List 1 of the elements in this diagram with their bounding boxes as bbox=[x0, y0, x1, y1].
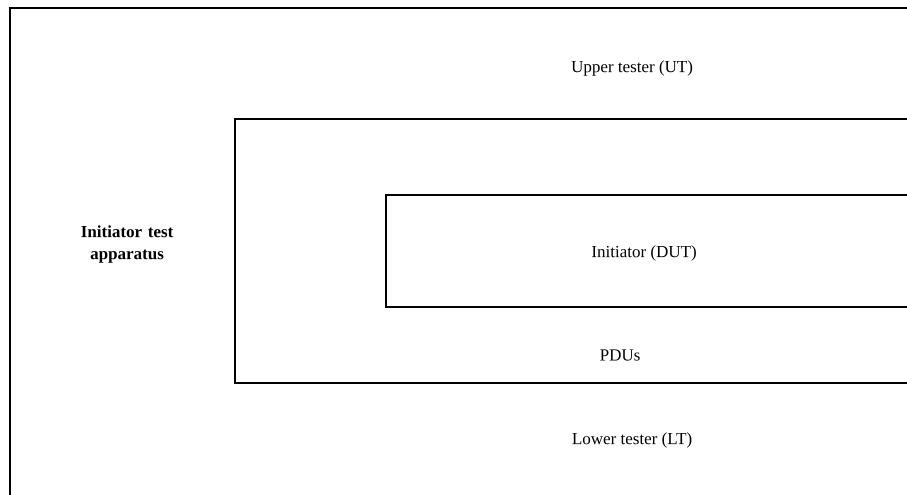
tester-box: Initiator (DUT) bbox=[385, 194, 907, 308]
